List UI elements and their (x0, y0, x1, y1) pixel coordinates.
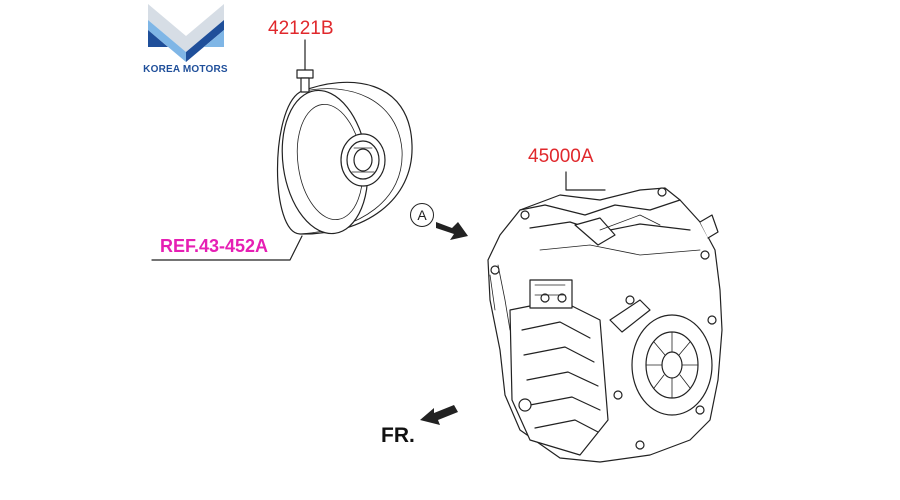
bolt-part-number[interactable]: 42121B (268, 18, 334, 39)
reference-leader-line (151, 235, 303, 261)
transmission-drawing (487, 187, 723, 463)
korea-motors-logo-icon (148, 4, 224, 62)
transmission-leader-line (565, 171, 606, 191)
reference-label[interactable]: REF.43-452A (160, 236, 269, 256)
view-arrow-icon (436, 222, 468, 240)
bolt-drawing (296, 39, 314, 93)
torque-converter-drawing (276, 81, 413, 235)
view-marker: A (410, 203, 434, 227)
logo-text: KOREA MOTORS (143, 64, 228, 75)
front-direction-arrow-icon (420, 405, 458, 425)
front-direction-label: FR. (381, 424, 415, 447)
transmission-part-number[interactable]: 45000A (528, 146, 594, 167)
view-marker-letter: A (417, 207, 427, 223)
